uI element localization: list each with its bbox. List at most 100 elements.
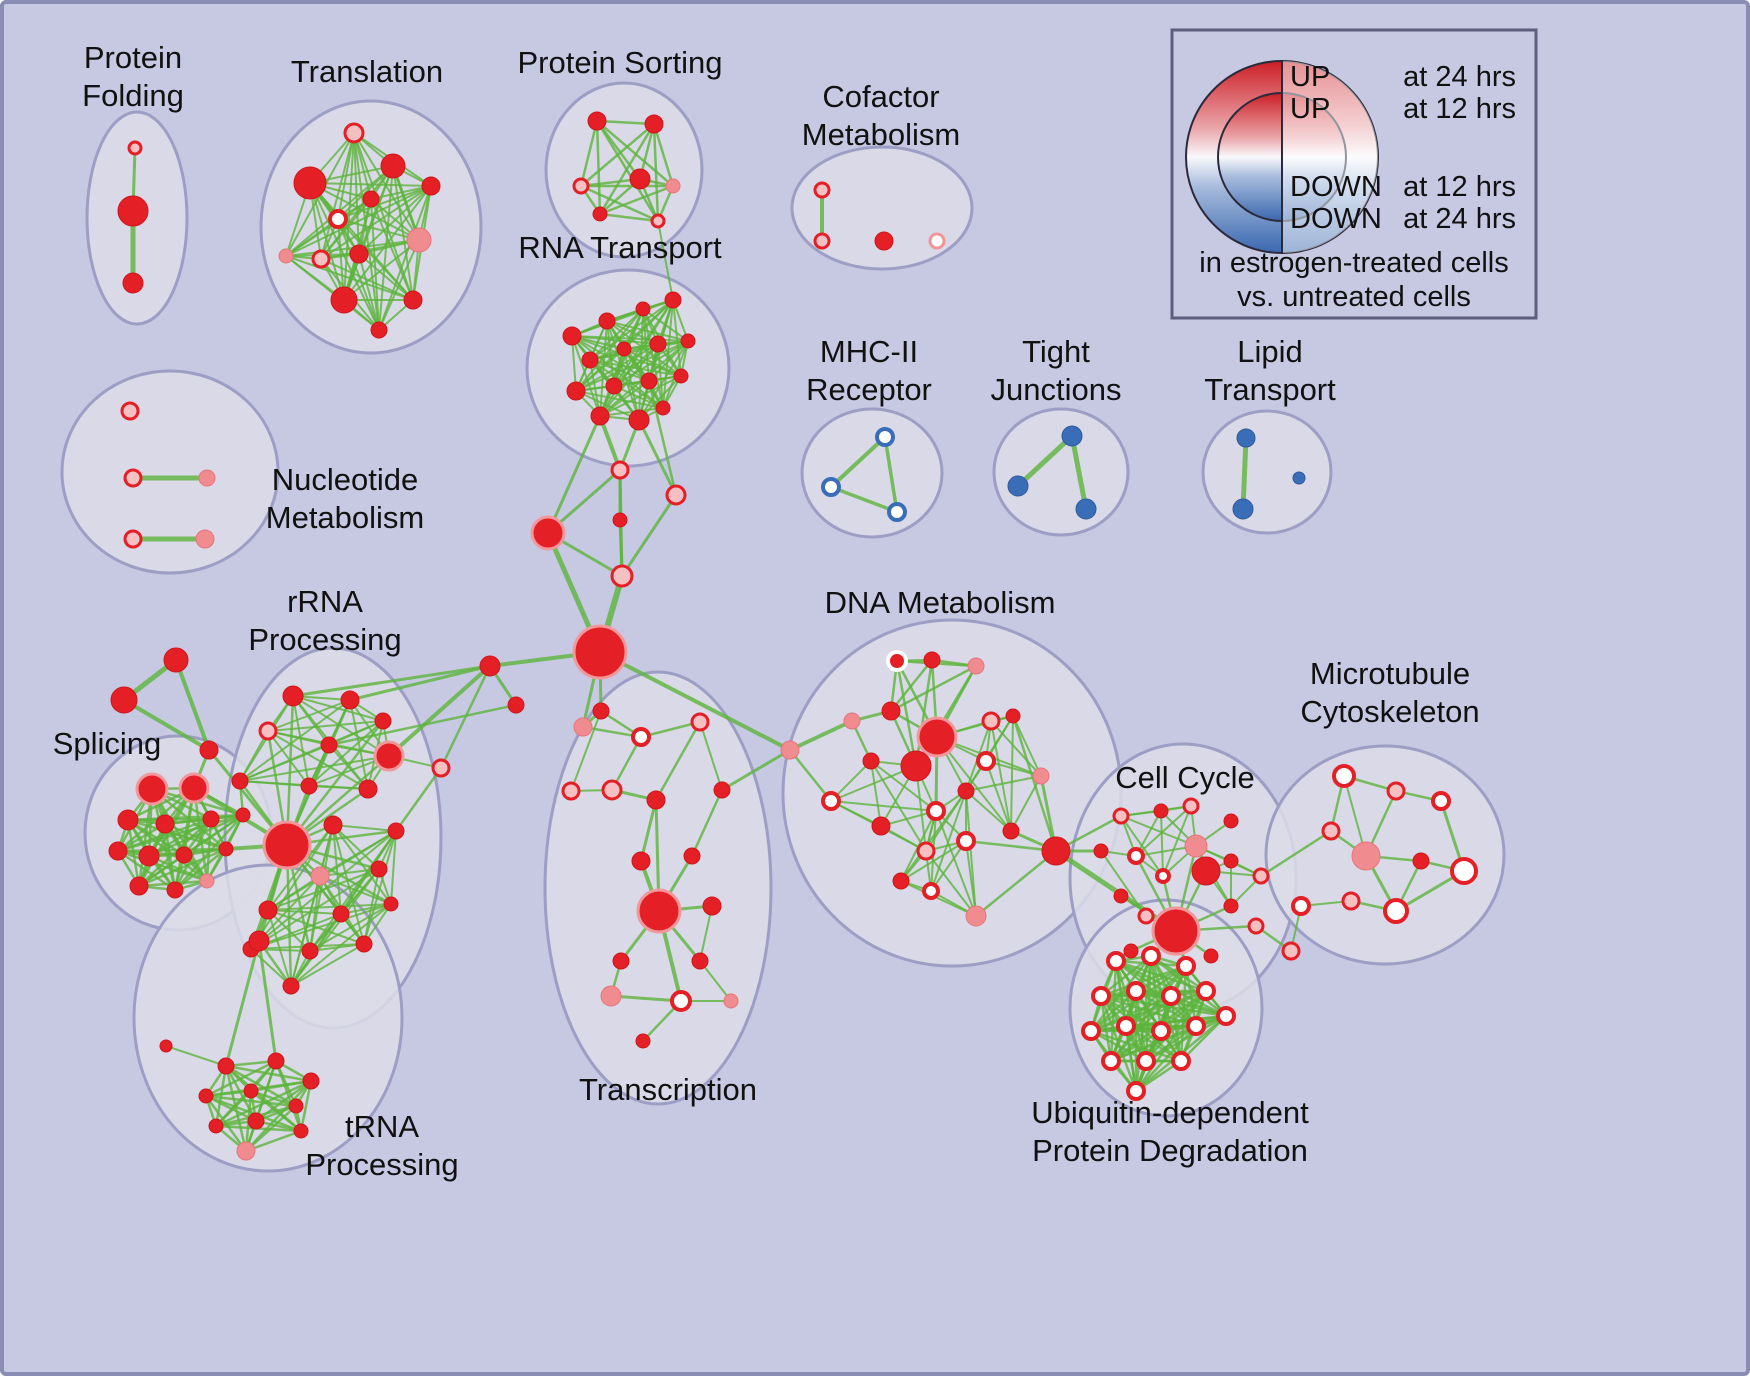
network-edge [1120,815,1197,847]
network-edge [319,868,380,877]
gene-node-dm16 [957,782,975,800]
network-edge [964,839,1058,853]
network-edge [1100,850,1147,917]
gene-node-rt4 [664,291,682,309]
network-edge [930,840,967,892]
network-edge [250,903,392,950]
network-edge [599,407,664,417]
legend-caption: vs. untreated cells [1237,281,1471,313]
gene-node-tx13 [691,952,709,970]
network-edge [609,994,683,1003]
gene-node-rr5 [320,736,338,754]
network-edge [348,664,492,702]
gene-node-nm3 [198,469,216,487]
gene-node-tx6 [646,790,666,810]
network-edge [889,664,978,713]
network-edge [546,414,602,535]
gene-node-ub3 [1176,956,1196,976]
gene-node-mh3 [887,502,907,522]
gene-node-dm23 [1041,836,1071,866]
gene-node-cc5 [1093,843,1109,859]
gene-node-lp1 [1236,428,1256,448]
network-edge [337,218,414,301]
gene-node-ub5 [1126,981,1146,1001]
gene-node-rr1 [282,685,304,707]
network-edge [965,790,977,917]
gene-node-pf1 [127,140,143,156]
network-edge [165,1045,227,1067]
network-edge [1134,989,1208,1093]
network-edge [720,748,792,792]
gene-node-ps2 [644,114,664,134]
network-edge [292,695,390,757]
gene-node-ub11 [1186,1016,1206,1036]
network-edge [598,414,622,472]
gene-node-cc11 [1113,888,1129,904]
network-edge [267,730,369,790]
legend-caption: in estrogen-treated cells [1199,247,1509,279]
network-edge [147,813,245,858]
network-edge [595,119,602,216]
network-edge [870,760,882,827]
network-edge [267,824,334,911]
network-edge [439,664,492,770]
gene-node-tn3 [217,1057,235,1075]
cluster-nucleotide-metabolism-label: Nucleotide [272,462,418,497]
gene-node-rt7 [649,335,667,353]
gene-node-spt3 [199,740,219,760]
gene-node-sp7 [138,845,160,867]
gene-node-tn10 [247,1112,265,1130]
gene-node-tj2 [1007,475,1029,497]
cluster-nucleotide-metabolism-label: Metabolism [266,500,425,535]
gene-node-sp13 [235,807,251,823]
gene-node-mt7 [1450,857,1478,885]
gene-node-rr13 [310,866,330,886]
cluster-cofactor-metabolism-label: Metabolism [802,117,961,152]
legend-direction-label: DOWN [1290,203,1382,235]
gene-node-cc18 [1155,868,1171,884]
cluster-lipid-transport-label: Lipid [1237,334,1303,369]
network-edge [930,790,967,892]
cluster-protein-sorting-label: Protein Sorting [517,45,722,80]
network-edge [337,185,432,220]
gene-node-dm20 [892,872,910,890]
gene-node-rt3 [635,301,651,317]
network-edge [1240,435,1249,512]
node-layer [108,111,1478,1161]
network-edge [652,122,675,188]
network-edge [589,308,644,361]
gene-node-ub6 [1161,986,1181,1006]
gene-node-tn9 [208,1118,224,1134]
cluster-splicing-label: Splicing [53,726,162,761]
network-edge [285,694,295,847]
network-edge [214,1089,253,1128]
network-edge [116,847,228,853]
cluster-ubiquitin-degradation-label: Protein Degradation [1032,1133,1308,1168]
network-edge [575,308,644,392]
gene-node-tx5 [601,779,623,801]
cluster-microtubule-cytoskeleton-label: Microtubule [1310,656,1470,691]
gene-node-tn8 [288,1098,304,1114]
gene-node-dm5 [881,701,901,721]
gene-node-tn11 [293,1123,309,1139]
network-edge [570,710,602,792]
gene-node-tx15 [670,990,692,1012]
network-edge [337,218,420,241]
gene-node-dm9 [862,752,880,770]
gene-node-sp2 [178,772,210,804]
network-edge [250,824,334,950]
network-edge [224,939,261,1068]
cluster-lipid-transport-region [1201,409,1333,535]
gene-node-tn7 [243,1083,259,1099]
gene-node-sp8 [175,846,193,864]
cluster-ubiquitin-degradation-label: Ubiquitin-dependent [1031,1095,1309,1130]
network-edge [267,699,351,732]
network-edge [332,824,380,870]
gene-node-tn4 [267,1052,285,1070]
network-edge [575,390,664,409]
network-edge [575,390,640,421]
gene-node-spt2 [110,686,138,714]
gene-node-tx17 [635,1033,651,1049]
